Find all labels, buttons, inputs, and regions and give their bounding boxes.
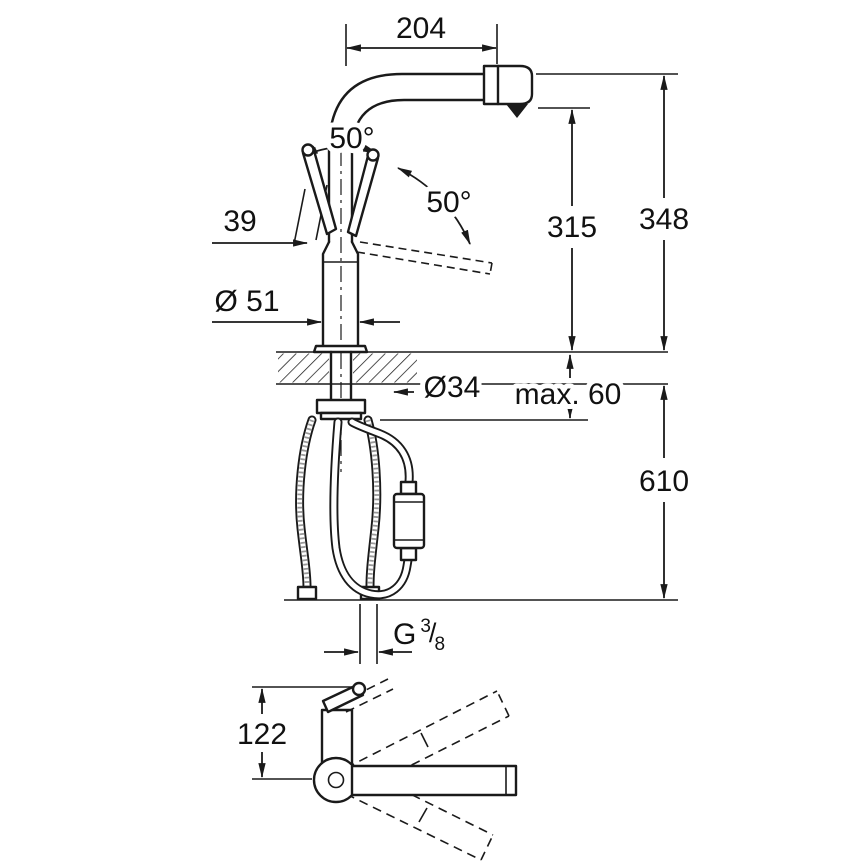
faucet-side-view [312,678,518,861]
side-spout-horizontal [350,764,518,797]
body-right-contour [350,240,360,348]
deck-hatch-left [278,353,329,383]
label-max-counter-thickness: max. 60 [515,378,622,411]
label-body-diameter: Ø 51 [214,285,279,318]
pullout-hose-loop [329,417,414,600]
countertop-section [278,353,417,383]
supply-fitting-left [296,585,318,601]
dimension-lines [212,44,668,779]
label-outlet-height: 315 [547,211,597,244]
label-angle-right: 50° [426,186,471,219]
hose-weight [392,480,426,562]
aerator-tip [506,104,528,118]
lever-lowered-position-dashed [356,241,493,275]
thread-numerator: 3 [420,616,431,637]
under-counter-assembly [295,350,426,601]
weight-connector-bottom [399,546,418,562]
label-angle-left: 50° [329,122,374,155]
spray-head [482,64,534,106]
side-swivel-hub [327,771,345,789]
label-under-counter-depth: 610 [639,465,689,498]
weight-body [392,492,426,550]
weight-connector-top [399,480,418,496]
side-body [320,708,354,765]
thread-letter: G [393,618,416,651]
mounting-nut [315,398,367,415]
side-spout-lowered-dashed [345,767,494,861]
side-spout-raised-tick [420,732,429,748]
side-spout-lowered-tick [418,807,428,823]
body-left-contour [321,240,331,348]
lever-left-tip [301,143,315,157]
label-hole-diameter: Ø34 [424,371,481,404]
side-spout-raised-dashed [345,690,510,793]
mounting-washer [319,411,363,421]
dimension-labels: 204 50° 50° 39 Ø 51 315 348 Ø34 max. 60 … [214,12,694,756]
lever-right-tip [366,148,380,162]
supply-hose-left [295,415,318,601]
ext-39-a [293,188,306,245]
deck-hatch-right [353,353,417,383]
spout-inner-contour [350,98,488,244]
label-side-view-height: 122 [237,718,287,751]
side-lever-knob [351,681,367,697]
label-spout-reach: 204 [396,12,446,45]
label-lever-width: 39 [223,205,256,238]
angle-arc-right [397,167,471,245]
thread-denominator: 8 [434,634,445,655]
thread-slash: / [429,618,437,648]
spout-outer-contour [327,72,488,244]
label-overall-height: 348 [639,203,689,236]
supply-hose-right [359,415,382,601]
base-flange [312,344,369,354]
